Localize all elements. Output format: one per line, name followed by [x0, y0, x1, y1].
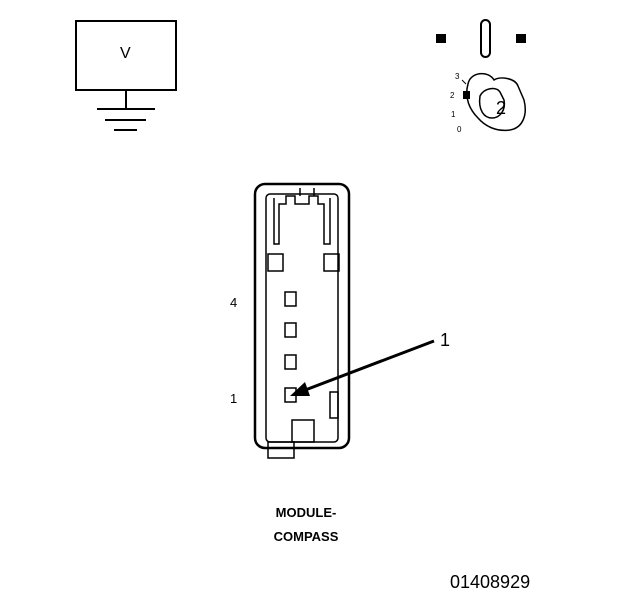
- pin-cavity-2: [284, 354, 297, 370]
- pin-cavity-3: [284, 322, 297, 338]
- connector-outline: [253, 182, 351, 459]
- pin-label-1: 1: [230, 391, 238, 406]
- switch-position-0: 0: [457, 125, 462, 134]
- switch-position-3: 3: [455, 72, 460, 81]
- voltmeter-symbol: V: [120, 45, 131, 62]
- switch-position-1: 1: [451, 110, 456, 119]
- figure-id: 01408929: [450, 572, 531, 592]
- switch-position-2: 2: [450, 91, 455, 100]
- pin-cavity-4: [284, 291, 297, 307]
- key-position-label: 2: [496, 98, 507, 118]
- connector-name-line1: MODULE-: [275, 505, 337, 520]
- pin-label-4: 4: [230, 295, 238, 310]
- ignition-switch-icon: [436, 19, 526, 132]
- callout-arrow: [290, 339, 435, 396]
- connector-name-line2: COMPASS: [273, 529, 339, 544]
- pin-cavities: [284, 291, 297, 403]
- callout-label: 1: [440, 330, 451, 350]
- voltmeter-icon: [75, 20, 177, 131]
